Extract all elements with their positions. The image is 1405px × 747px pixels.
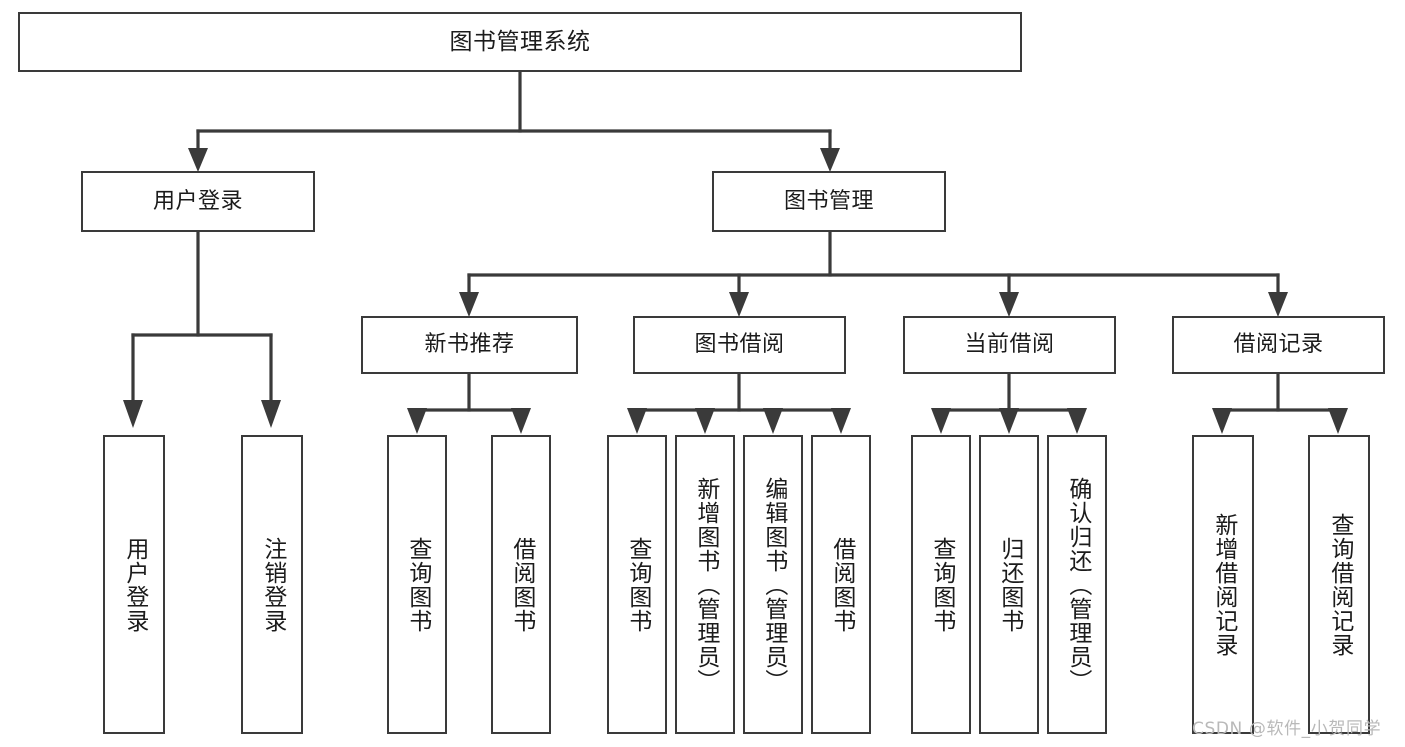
leaf-label-query-borrow-record: 查询借阅记录 (1326, 512, 1353, 657)
node-new-book-recommendation[interactable]: 新书推荐 (361, 316, 578, 374)
leaf-query-book-3[interactable]: 查询图书 (911, 435, 971, 734)
leaf-label-query-book-1: 查询图书 (404, 536, 431, 633)
node-book-management[interactable]: 图书管理 (712, 171, 946, 232)
leaf-label-confirm-return-admin: 确认归还（管理员） (1064, 476, 1091, 693)
node-label-borrow-record: 借阅记录 (1233, 332, 1324, 358)
leaf-add-borrow-record[interactable]: 新增借阅记录 (1192, 435, 1254, 734)
node-user-login[interactable]: 用户登录 (81, 171, 315, 232)
leaf-query-book-2[interactable]: 查询图书 (607, 435, 667, 734)
leaf-label-borrow-book-2: 借阅图书 (828, 536, 855, 633)
leaf-label-query-book-2: 查询图书 (624, 536, 651, 633)
leaf-return-book[interactable]: 归还图书 (979, 435, 1039, 734)
leaf-label-logout: 注销登录 (259, 536, 286, 633)
leaf-label-return-book: 归还图书 (996, 536, 1023, 633)
leaf-confirm-return-admin[interactable]: 确认归还（管理员） (1047, 435, 1107, 734)
leaf-label-borrow-book-1: 借阅图书 (508, 536, 535, 633)
leaf-label-add-borrow-record: 新增借阅记录 (1210, 512, 1237, 657)
leaf-user-login[interactable]: 用户登录 (103, 435, 165, 734)
leaf-borrow-book-2[interactable]: 借阅图书 (811, 435, 871, 734)
node-borrow-record[interactable]: 借阅记录 (1172, 316, 1385, 374)
node-current-borrow[interactable]: 当前借阅 (903, 316, 1116, 374)
node-root-book-management-system[interactable]: 图书管理系统 (18, 12, 1022, 72)
node-book-borrow[interactable]: 图书借阅 (633, 316, 846, 374)
leaf-label-user-login: 用户登录 (121, 536, 148, 633)
wire-group-root (196, 70, 832, 158)
leaf-query-borrow-record[interactable]: 查询借阅记录 (1308, 435, 1370, 734)
leaf-label-query-book-3: 查询图书 (928, 536, 955, 633)
leaf-label-edit-book-admin: 编辑图书（管理员） (760, 476, 787, 693)
leaf-edit-book-admin[interactable]: 编辑图书（管理员） (743, 435, 803, 734)
node-label-root: 图书管理系统 (449, 28, 591, 55)
node-label-current-borrow: 当前借阅 (964, 332, 1055, 358)
node-label-new-book-recommendation: 新书推荐 (424, 332, 515, 358)
leaf-query-book-1[interactable]: 查询图书 (387, 435, 447, 734)
node-label-user-login: 用户登录 (152, 188, 243, 214)
node-label-book-management: 图书管理 (783, 188, 874, 214)
csdn-watermark: CSDN @软件_小贺同学 (1192, 719, 1382, 739)
leaf-logout[interactable]: 注销登录 (241, 435, 303, 734)
wire-group-level3 (415, 372, 1340, 429)
leaf-add-book-admin[interactable]: 新增图书（管理员） (675, 435, 735, 734)
node-label-book-borrow: 图书借阅 (694, 332, 785, 358)
leaf-borrow-book-1[interactable]: 借阅图书 (491, 435, 551, 734)
leaf-label-add-book-admin: 新增图书（管理员） (692, 476, 719, 693)
